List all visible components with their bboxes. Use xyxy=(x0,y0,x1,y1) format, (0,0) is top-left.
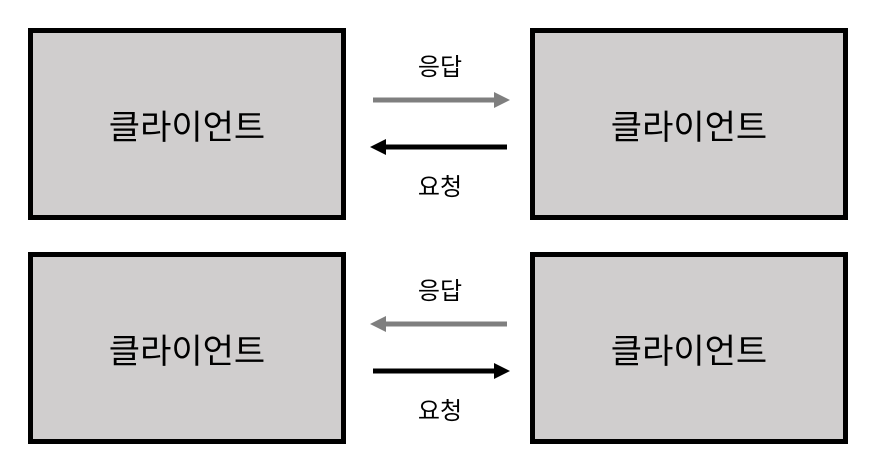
bottom-right-client-label: 클라이언트 xyxy=(610,331,768,372)
top-request-arrow xyxy=(370,139,507,155)
bottom-right-client-box: 클라이언트 xyxy=(530,252,848,444)
top-left-client-label: 클라이언트 xyxy=(108,107,266,148)
bottom-response-arrow xyxy=(370,316,507,332)
bottom-left-client-box: 클라이언트 xyxy=(28,252,346,444)
top-response-arrow-head xyxy=(494,92,510,108)
top-right-client-label: 클라이언트 xyxy=(610,107,768,148)
top-request-arrow-head xyxy=(370,139,386,155)
bottom-response-label: 응답 xyxy=(417,277,463,305)
bottom-request-arrow-head xyxy=(494,363,510,379)
top-request-label: 요청 xyxy=(417,173,463,201)
bottom-request-label: 요청 xyxy=(417,397,463,425)
bottom-left-client-label: 클라이언트 xyxy=(108,331,266,372)
top-right-client-box: 클라이언트 xyxy=(530,28,848,220)
top-response-arrow xyxy=(373,92,510,108)
top-response-label: 응답 xyxy=(417,53,463,81)
bottom-response-arrow-head xyxy=(370,316,386,332)
bottom-request-arrow xyxy=(373,363,510,379)
top-left-client-box: 클라이언트 xyxy=(28,28,346,220)
